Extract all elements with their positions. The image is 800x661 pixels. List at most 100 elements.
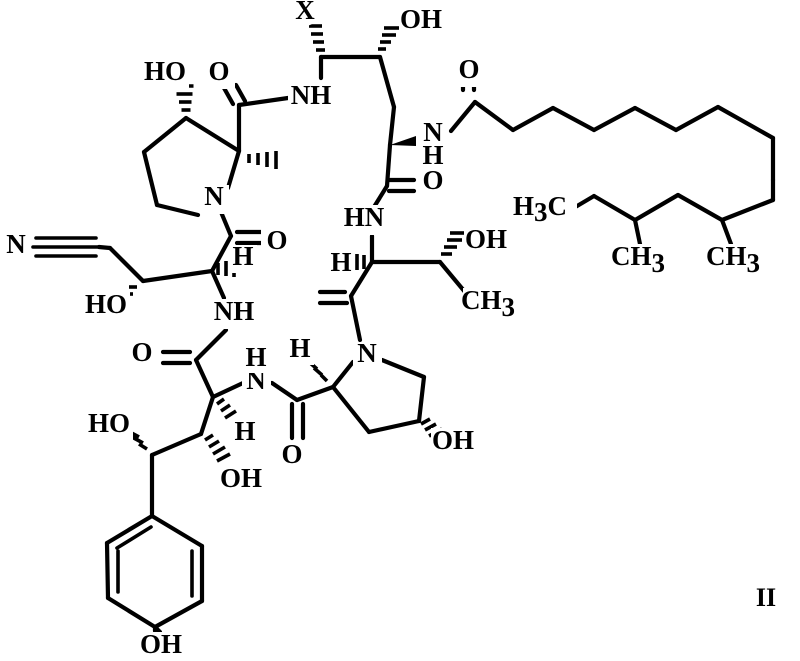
atom-label-text: N — [423, 117, 443, 147]
bond-ring-4-5 — [105, 595, 158, 630]
bond-choh-to-ch2 — [377, 54, 397, 110]
label-ho-homotyr-beta: HO — [86, 408, 133, 441]
label-n-proline-bottom: N — [353, 338, 382, 371]
atom-label-text: N — [204, 181, 224, 211]
hash-wedge-x-substituent — [309, 24, 325, 52]
atom-label-text: O — [131, 337, 152, 367]
bond-beta-to-gamma-homotyr — [149, 431, 204, 458]
atom-label-text: H — [422, 140, 443, 170]
bond-pro2-c2-to-carbonyl — [294, 384, 336, 403]
bond-alpha-to-bottom-n — [210, 380, 246, 400]
label-h3c-terminal: H3C — [513, 191, 577, 227]
bond-ring-5-6 — [104, 540, 111, 601]
chain-seg-1 — [472, 99, 516, 133]
atom-label-text: OH — [220, 463, 262, 493]
bond-nh-to-carbonyl-left — [193, 327, 229, 363]
bond-alpha-to-pro1-carbonyl — [209, 233, 234, 274]
atom-label-text: H — [289, 333, 310, 363]
ornithine-amide — [371, 99, 478, 210]
atom-label-text: O — [266, 225, 287, 255]
label-ch3-branch-left: CH3 — [611, 241, 677, 278]
bond-carbonyl-to-nh — [236, 95, 291, 108]
atom-label-text: HO — [85, 289, 127, 319]
chain-seg-2 — [510, 105, 556, 133]
bond-alpha-to-nh — [209, 268, 227, 301]
atom-label-group: X OH HO O NH O — [3, 0, 772, 661]
atom-label-text: OH — [465, 224, 507, 254]
bond-carbonyl-to-alpha — [193, 357, 216, 400]
bond-pro2-c3-c2 — [330, 384, 372, 435]
hash-wedge-oh-threonine — [441, 231, 466, 256]
bond-pro2-c2-n — [330, 359, 356, 390]
bond-carbonyl-double-a — [221, 85, 236, 107]
bond-carbonyl-to-proline-n — [348, 293, 363, 343]
atom-label-text: H — [330, 247, 351, 277]
chain-seg-13 — [591, 193, 638, 223]
bond-amide-n-to-acyl — [448, 99, 478, 134]
label-oh-homotyr-gamma: OH — [219, 463, 265, 496]
label-o-bottom-carbonyl: O — [276, 439, 308, 472]
chain-seg-4 — [591, 105, 638, 133]
bond-beta-to-ch3 — [437, 259, 468, 295]
atom-label-text: H — [234, 416, 255, 446]
bond-pro1-c5-ring — [141, 149, 160, 208]
homotyrosine-residue — [125, 327, 246, 519]
atom-label-text: H — [232, 241, 253, 271]
label-hn-threonine: HN — [340, 202, 388, 235]
bond-pro1-ring-n — [154, 202, 201, 218]
label-o-proline-carbonyl: O — [261, 225, 293, 258]
bond-ch2-to-choh — [107, 245, 146, 284]
label-nh-top-amide: NH — [288, 80, 335, 113]
hash-wedge-oh-homotyrosine-beta — [204, 433, 231, 463]
bond-ring-3-4 — [152, 598, 205, 630]
atom-label-text: HO — [88, 408, 130, 438]
atom-label-text: HN — [344, 202, 385, 232]
chain-seg-5 — [632, 105, 679, 133]
cyanomethyl-hydroxy-residue — [31, 209, 265, 302]
label-h-ser-alpha: H — [230, 241, 257, 273]
atom-label-text: OH — [140, 629, 182, 659]
bond-ch2-to-ch — [387, 104, 397, 148]
label-x-substituent: X — [292, 0, 318, 26]
chain-seg-12 — [632, 192, 681, 223]
bond-branch-methyl-right — [719, 217, 734, 247]
atom-label-text: H — [245, 342, 266, 372]
chain-seg-3 — [550, 105, 597, 133]
hydroxyproline-ring-bottom — [269, 357, 443, 441]
atom-label-text: O — [458, 54, 479, 84]
bond-ring-6-1 — [104, 513, 155, 546]
label-n-proline-top: N — [200, 181, 229, 214]
atom-label-text: NH — [291, 80, 332, 110]
bond-ring-1-2 — [149, 513, 205, 549]
hash-wedge-h-proline-top — [247, 151, 278, 169]
bond-pro1-c4-c3 — [183, 115, 242, 154]
label-o-amide-top-left: O — [203, 56, 235, 89]
label-oh-proline-bottom: OH — [431, 425, 477, 458]
hash-wedge-oh-top-right — [378, 26, 400, 51]
bond-pro1-c3-n — [225, 148, 242, 191]
chain-seg-11 — [675, 192, 725, 223]
label-oh-phenol: OH — [139, 629, 185, 661]
label-h-bottom-amide: H — [243, 342, 270, 373]
atom-label-text: O — [422, 165, 443, 195]
bond-alpha-to-beta-homotyr — [198, 394, 216, 437]
amide-top-left — [221, 82, 291, 154]
bond-pro2-n-c5 — [379, 357, 427, 380]
atom-label-text: X — [295, 0, 315, 25]
atom-label-text: O — [208, 56, 229, 86]
hydroxyproline-ring-top — [141, 84, 278, 218]
label-oh-threonine: OH — [464, 224, 510, 257]
solid-wedge-to-amide-n — [390, 136, 416, 146]
label-h-proline-bottom: H — [287, 333, 314, 365]
atom-label-text: OH — [400, 4, 442, 34]
atom-label-text: HO — [144, 56, 186, 86]
bond-pro1-c4-c5 — [141, 115, 189, 155]
fatty-acyl-chain — [460, 59, 776, 247]
label-nh-ser-amide: NH — [211, 296, 258, 329]
label-ho-proline-top: HO — [142, 56, 189, 89]
label-o-orn-carbonyl: O — [417, 165, 449, 198]
hash-wedge-ho-proline-top — [174, 84, 194, 112]
bond-pro1-carbonyl-to-n — [218, 209, 234, 239]
